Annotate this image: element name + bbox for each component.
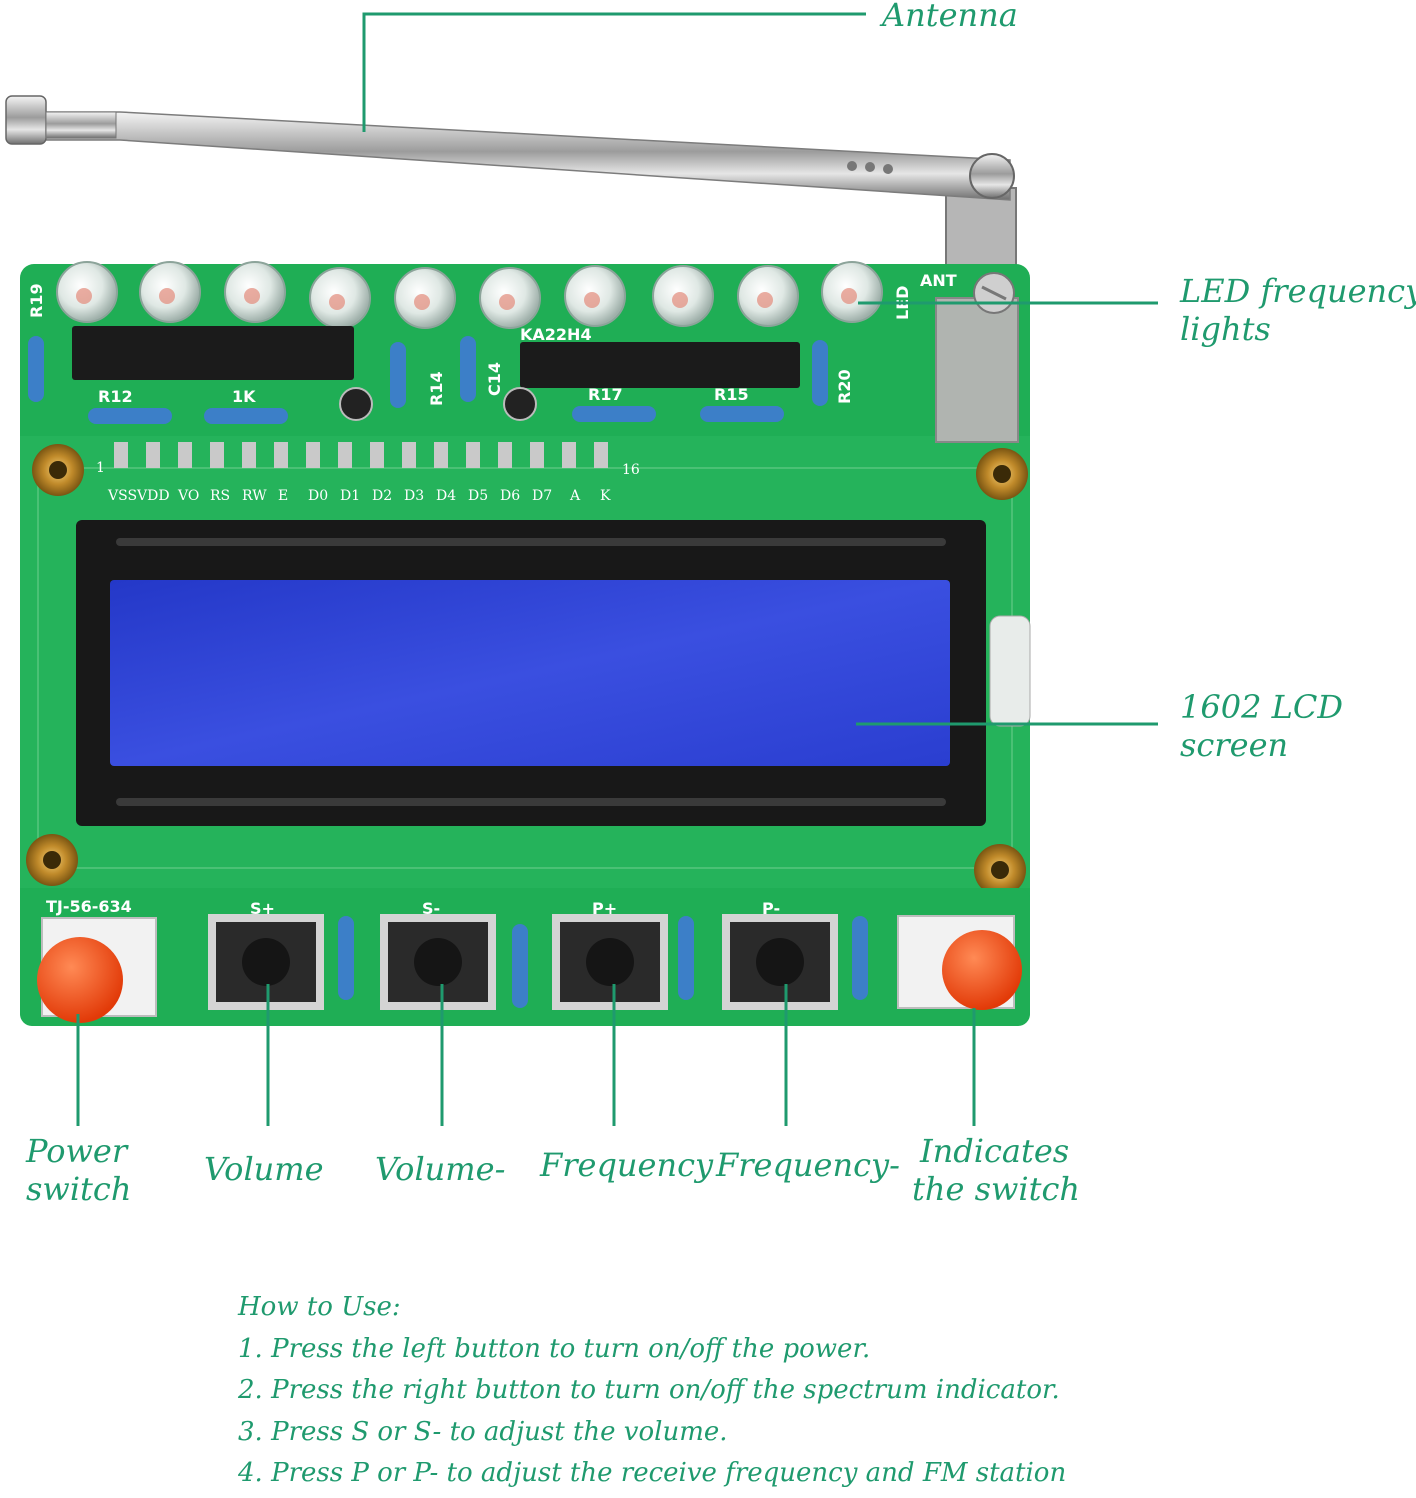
- button-s-plus-label: S+: [250, 899, 275, 918]
- led-9: [737, 265, 799, 327]
- button-p-minus[interactable]: P-: [722, 899, 838, 1010]
- pin-label-d4: D4: [436, 488, 456, 504]
- antenna-rod: [29, 111, 1011, 201]
- pin-last-label: 16: [622, 462, 640, 478]
- led-6: [479, 267, 541, 329]
- callout-volume-plus: Volume: [204, 1150, 324, 1188]
- how-to-use-section: How to Use: 1. Press the left button to …: [238, 1287, 1066, 1495]
- ic-chip: [520, 342, 800, 388]
- power-switch[interactable]: [37, 917, 157, 1023]
- r15-silk-label: R15: [714, 385, 749, 404]
- led-3: [224, 261, 286, 323]
- led-row: [56, 261, 883, 329]
- callout-volume-minus: Volume-: [375, 1150, 506, 1188]
- pin-label-a: A: [569, 488, 581, 504]
- r14-silk-label: R14: [427, 371, 446, 406]
- led-5: [394, 267, 456, 329]
- bottom-resistors: [338, 916, 868, 1008]
- pin-label-rw: RW: [242, 488, 267, 504]
- pin-label-k: K: [600, 488, 611, 504]
- button-s-minus-label: S-: [422, 899, 440, 918]
- callout-antenna: Antenna: [882, 0, 1018, 34]
- pin-label-vssvdd: VSSVDD: [107, 488, 170, 504]
- power-switch-cap[interactable]: [37, 937, 123, 1023]
- c14-silk-label: C14: [485, 362, 504, 396]
- antenna: [5, 95, 1017, 299]
- pin-label-rs: RS: [210, 488, 230, 504]
- callout-lcd-line2: screen: [1180, 726, 1289, 764]
- pin-label-d7: D7: [532, 488, 552, 504]
- ant-silk-label: ANT: [920, 271, 957, 290]
- pin-header-left: [72, 326, 354, 380]
- how-to-step-4: 4. Press P or P- to adjust the receive f…: [238, 1458, 1067, 1488]
- lcd-module: [76, 520, 1031, 826]
- how-to-use-title: How to Use:: [238, 1292, 401, 1322]
- lcd-pin-header: 1 16 VSSVDD VO RS RW E D0 D1 D2 D3 D4 D5…: [96, 442, 640, 504]
- callout-freq-minus: Frequency-: [716, 1146, 900, 1184]
- indicator-switch-cap[interactable]: [942, 930, 1022, 1010]
- r12-silk-label: R12: [98, 387, 133, 406]
- led-7: [564, 265, 626, 327]
- pcb-board: ANT LED R19 KA22H4 R12 1K R17 R15 R14 C1…: [20, 261, 1031, 1026]
- antenna-segment: [45, 111, 117, 139]
- callout-indicator-line2: the switch: [912, 1170, 1081, 1208]
- antenna-leader: [362, 12, 866, 132]
- callout-lines: [76, 12, 1158, 1126]
- callout-lcd-line1: 1602 LCD: [1180, 688, 1343, 726]
- pin-first-label: 1: [96, 460, 105, 476]
- how-to-step-1: 1. Press the left button to turn on/off …: [238, 1333, 871, 1364]
- antenna-hinge: [969, 153, 1015, 199]
- callout-power-line2: switch: [26, 1170, 132, 1208]
- pin-label-d1: D1: [340, 488, 360, 504]
- button-s-plus[interactable]: S+: [208, 899, 324, 1010]
- callout-led-line2: lights: [1180, 310, 1271, 348]
- pin-label-d0: D0: [308, 488, 328, 504]
- pin-label-d5: D5: [468, 488, 488, 504]
- button-s-minus[interactable]: S-: [380, 899, 496, 1010]
- button-p-plus-label: P+: [592, 899, 617, 918]
- pin-label-vo: VO: [177, 488, 199, 504]
- how-to-step-2: 2. Press the right button to turn on/off…: [238, 1375, 1060, 1405]
- callout-freq-plus: Frequency: [540, 1146, 714, 1184]
- pin-label-d2: D2: [372, 488, 392, 504]
- resistors: [28, 336, 828, 424]
- led-1: [56, 261, 118, 323]
- pin-label-d3: D3: [404, 488, 424, 504]
- button-p-minus-label: P-: [762, 899, 780, 918]
- switch-code-label: TJ-56-634: [46, 897, 132, 916]
- led-4: [309, 267, 371, 329]
- lcd-screen: [110, 580, 950, 766]
- r19-silk-label: R19: [27, 283, 46, 318]
- pin-label-e: E: [278, 488, 288, 504]
- antenna-tip: [5, 95, 47, 145]
- ic-silk-label: KA22H4: [520, 325, 592, 344]
- led-8: [652, 265, 714, 327]
- how-to-step-3: 3. Press S or S- to adjust the volume.: [238, 1416, 728, 1447]
- pin-label-d6: D6: [500, 488, 520, 504]
- led-2: [139, 261, 201, 323]
- indicator-switch[interactable]: [897, 915, 1022, 1010]
- callout-led-line1: LED frequency: [1180, 272, 1416, 310]
- button-p-plus[interactable]: P+: [552, 899, 668, 1010]
- r20-silk-label: R20: [835, 369, 854, 404]
- antenna-terminal-plate: [935, 297, 1019, 443]
- r1k-silk-label: 1K: [232, 387, 256, 406]
- callout-power-line1: Power: [26, 1132, 128, 1170]
- led-10: [821, 261, 883, 323]
- callout-indicator-line1: Indicates: [920, 1132, 1070, 1170]
- r17-silk-label: R17: [588, 385, 623, 404]
